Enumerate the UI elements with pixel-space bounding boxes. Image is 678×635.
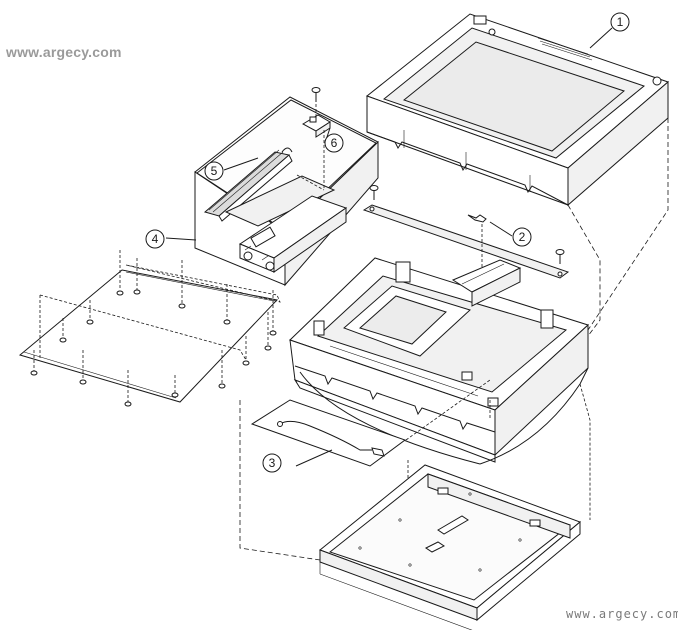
callout-1: 1 [610,12,630,32]
scanner-top-cover [365,13,669,207]
callout-3: 3 [262,453,282,473]
bottom-plate-left [18,250,281,407]
inset-detail-box [165,87,379,287]
svg-text:1: 1 [617,15,624,29]
bottom-tray [319,464,581,633]
rod-and-clip [362,185,570,290]
watermark-top: www.argecy.com [6,44,122,60]
callout-5: 5 [204,161,224,181]
callout-6: 6 [324,133,344,153]
cable-sheet [250,379,491,467]
screw-set [30,289,277,407]
svg-text:3: 3 [269,456,276,470]
callout-4: 4 [145,229,165,249]
watermark-bottom: www.argecy.com [566,607,678,621]
alignment-lines [239,118,669,561]
svg-text:4: 4 [152,232,159,246]
svg-text:2: 2 [519,230,526,244]
callout-2: 2 [512,227,532,247]
svg-text:5: 5 [211,164,218,178]
svg-text:6: 6 [331,136,338,150]
printer-base-unit [289,257,589,465]
